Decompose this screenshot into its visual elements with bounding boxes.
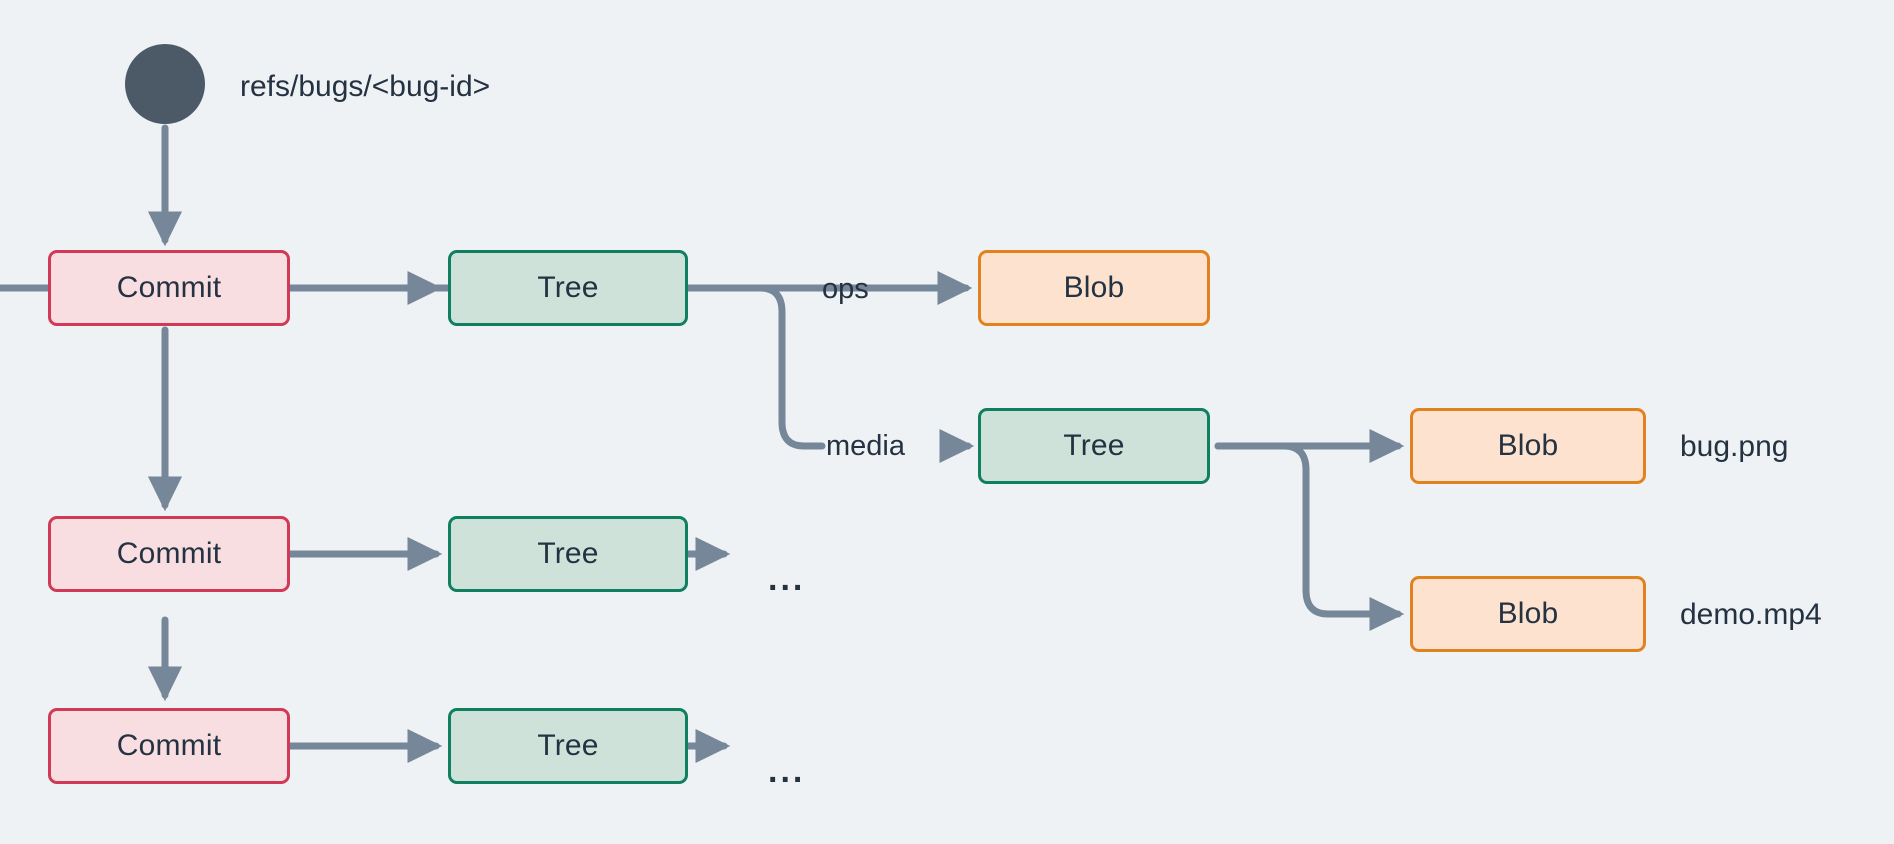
node-tree-media[interactable]: Tree	[978, 408, 1210, 484]
node-tree-2[interactable]: Tree	[448, 516, 688, 592]
ref-label: refs/bugs/<bug-id>	[240, 70, 491, 103]
node-blob-ops-label: Blob	[1063, 271, 1125, 304]
ref-head-dot[interactable]	[125, 44, 205, 124]
node-blob-demo-mp4-label: Blob	[1497, 597, 1559, 630]
node-tree-media-label: Tree	[1063, 429, 1125, 462]
node-commit-3[interactable]: Commit	[48, 708, 290, 784]
node-tree-1[interactable]: Tree	[448, 250, 688, 326]
node-commit-3-label: Commit	[116, 729, 222, 762]
node-tree-1-label: Tree	[537, 271, 599, 304]
node-commit-1-label: Commit	[116, 271, 222, 304]
node-commit-1[interactable]: Commit	[48, 250, 290, 326]
edge-label-ops: ops	[822, 273, 869, 305]
node-blob-demo-mp4[interactable]: Blob	[1410, 576, 1646, 652]
node-tree-3[interactable]: Tree	[448, 708, 688, 784]
file-label-bug-png: bug.png	[1680, 430, 1789, 463]
file-label-demo-mp4: demo.mp4	[1680, 598, 1822, 631]
node-tree-3-label: Tree	[537, 729, 599, 762]
edge-tree1-to-media	[682, 284, 826, 450]
node-commit-2-label: Commit	[116, 537, 222, 570]
node-tree-2-label: Tree	[537, 537, 599, 570]
node-blob-bug-png[interactable]: Blob	[1410, 408, 1646, 484]
node-blob-bug-png-label: Blob	[1497, 429, 1559, 462]
ellipsis-row-3: ...	[768, 752, 806, 790]
ellipsis-row-2: ...	[768, 560, 806, 598]
node-blob-ops[interactable]: Blob	[978, 250, 1210, 326]
edge-label-media: media	[826, 430, 905, 462]
node-commit-2[interactable]: Commit	[48, 516, 290, 592]
edge-treemedia-to-demomp4	[1214, 442, 1405, 632]
